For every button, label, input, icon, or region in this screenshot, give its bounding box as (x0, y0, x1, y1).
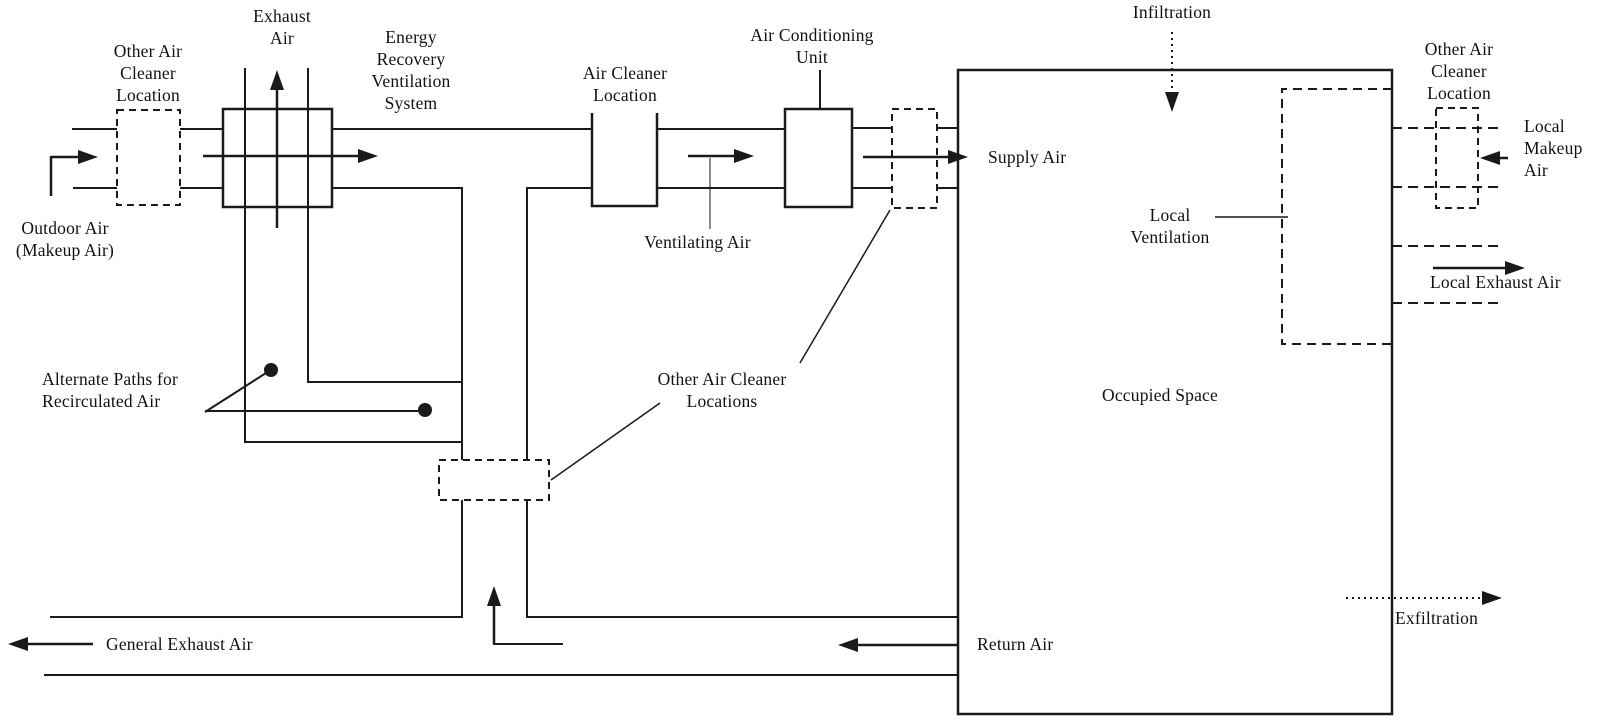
label-outdoor-air: Outdoor Air (Makeup Air) (15, 218, 115, 260)
label-air-conditioning-unit: Air Conditioning Unit (750, 25, 874, 67)
air-cleaner-box-border (590, 113, 659, 208)
label-other-air-cleaner-locations: Other Air Cleaner Locations (657, 369, 787, 411)
other-air-cleaner-leader-line-1 (799, 209, 891, 364)
local-ventilation-dashed-box (1281, 88, 1392, 345)
other-air-cleaner-box-right (1435, 107, 1479, 209)
label-ventilating-air: Ventilating Air (644, 232, 751, 252)
label-energy-recovery-ventilation-system: Energy Recovery Ventilation System (371, 27, 451, 113)
label-alternate-paths: Alternate Paths for Recirculated Air (42, 369, 178, 411)
occupied-space-box (956, 68, 1394, 716)
label-general-exhaust-air: General Exhaust Air (106, 634, 253, 654)
alternate-paths-leader-line-1 (204, 372, 267, 413)
other-air-cleaner-leader-line-2 (550, 402, 661, 481)
alternate-path-dot-1 (264, 363, 278, 377)
label-exfiltration: Exfiltration (1395, 608, 1479, 628)
label-local-ventilation: Local Ventilation (1130, 205, 1210, 247)
label-air-cleaner-location: Air Cleaner Location (582, 63, 668, 105)
label-local-exhaust-air: Local Exhaust Air (1430, 272, 1561, 292)
other-air-cleaner-box-supply (891, 108, 938, 209)
label-exhaust-air: Exhaust Air (253, 6, 311, 48)
alternate-path-dot-2 (418, 403, 432, 417)
label-return-air: Return Air (977, 634, 1054, 654)
other-air-cleaner-box-left (116, 109, 181, 206)
other-air-cleaner-box-recirc (438, 459, 550, 501)
label-other-air-cleaner-location-left: Other Air Cleaner Location (113, 41, 183, 105)
ac-unit-box (783, 107, 854, 209)
label-other-air-cleaner-location-right: Other Air Cleaner Location (1424, 39, 1494, 103)
label-local-makeup-air: Local Makeup Air (1524, 116, 1583, 180)
label-infiltration: Infiltration (1132, 2, 1212, 22)
label-supply-air: Supply Air (988, 147, 1067, 167)
label-occupied-space: Occupied Space (1101, 385, 1218, 405)
air-cleaner-box-fill (593, 112, 656, 205)
